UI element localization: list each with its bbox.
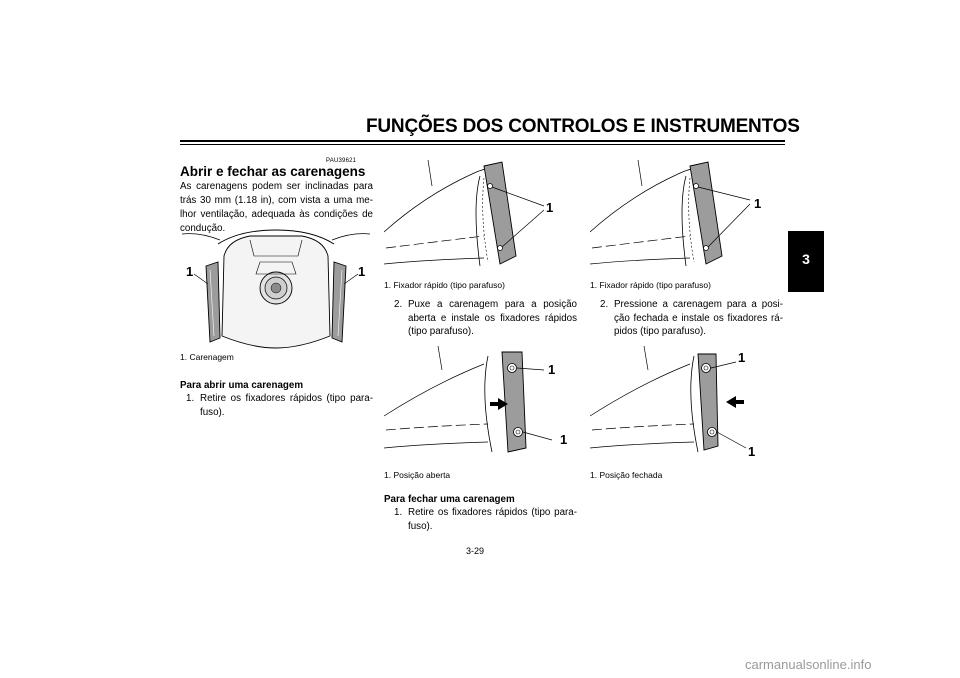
header-rule <box>180 140 785 142</box>
callout-open-top: 1 <box>548 362 555 377</box>
close-step-1-number: 1. <box>394 507 403 518</box>
figure-closed-position: 1 1 <box>590 344 783 462</box>
callout-fastener-open: 1 <box>546 200 553 215</box>
figure-open-position-caption: 1. Posição aberta <box>384 470 451 480</box>
close-step-2: 2. Pressione a carenagem para a posi-ção… <box>600 298 783 339</box>
figure-close-fasteners-caption: 1. Fixador rápido (tipo parafuso) <box>590 280 711 290</box>
page-header-title: FUNÇÕES DOS CONTROLOS E INSTRUMENTOS <box>366 116 800 137</box>
figure-closed-position-caption: 1. Posição fechada <box>590 470 663 480</box>
figure-open-position: 1 1 <box>384 344 577 462</box>
callout-fairing-right: 1 <box>358 264 365 279</box>
close-step-2-text: Pressione a carenagem para a posi-ção fe… <box>614 299 783 337</box>
section-title: Abrir e fechar as carenagens <box>180 164 366 179</box>
figure-open-fasteners: 1 <box>384 156 577 276</box>
figure-tank-fairings: 1 1 <box>180 226 373 350</box>
section-code: PAU39621 <box>326 158 357 164</box>
open-procedure-heading: Para abrir uma carenagem <box>180 380 304 391</box>
callout-closed-bottom: 1 <box>748 444 755 459</box>
figure-tank-caption: 1. Carenagem <box>180 352 234 362</box>
header-rule-thin <box>180 144 785 145</box>
open-step-1-number: 1. <box>186 393 195 404</box>
close-step-1-text: Retire os fixadores rápidos (tipo para-f… <box>408 507 577 532</box>
open-step-1: 1. Retire os fixadores rápidos (tipo par… <box>186 392 373 419</box>
close-step-2-number: 2. <box>600 299 609 310</box>
close-procedure-heading: Para fechar uma carenagem <box>384 494 515 505</box>
open-step-2-number: 2. <box>394 299 403 310</box>
chapter-tab: 3 <box>788 231 824 292</box>
callout-open-bottom: 1 <box>560 432 567 447</box>
figure-open-fasteners-caption: 1. Fixador rápido (tipo parafuso) <box>384 280 505 290</box>
close-step-1: 1. Retire os fixadores rápidos (tipo par… <box>394 506 577 533</box>
open-step-2: 2. Puxe a carenagem para a posição abert… <box>394 298 577 339</box>
open-step-1-text: Retire os fixadores rápidos (tipo para-f… <box>200 393 373 418</box>
section-intro: As carenagens podem ser inclinadas para … <box>180 181 373 234</box>
callout-fairing-left: 1 <box>186 264 193 279</box>
callout-fastener-close: 1 <box>754 196 761 211</box>
callout-closed-top: 1 <box>738 350 745 365</box>
page-number: 3-29 <box>466 546 485 556</box>
watermark-link[interactable]: carmanualsonline.info <box>745 657 872 672</box>
open-step-2-text: Puxe a carenagem para a posição aberta e… <box>408 299 577 337</box>
figure-close-fasteners: 1 <box>590 156 783 276</box>
chapter-tab-number: 3 <box>802 251 810 267</box>
